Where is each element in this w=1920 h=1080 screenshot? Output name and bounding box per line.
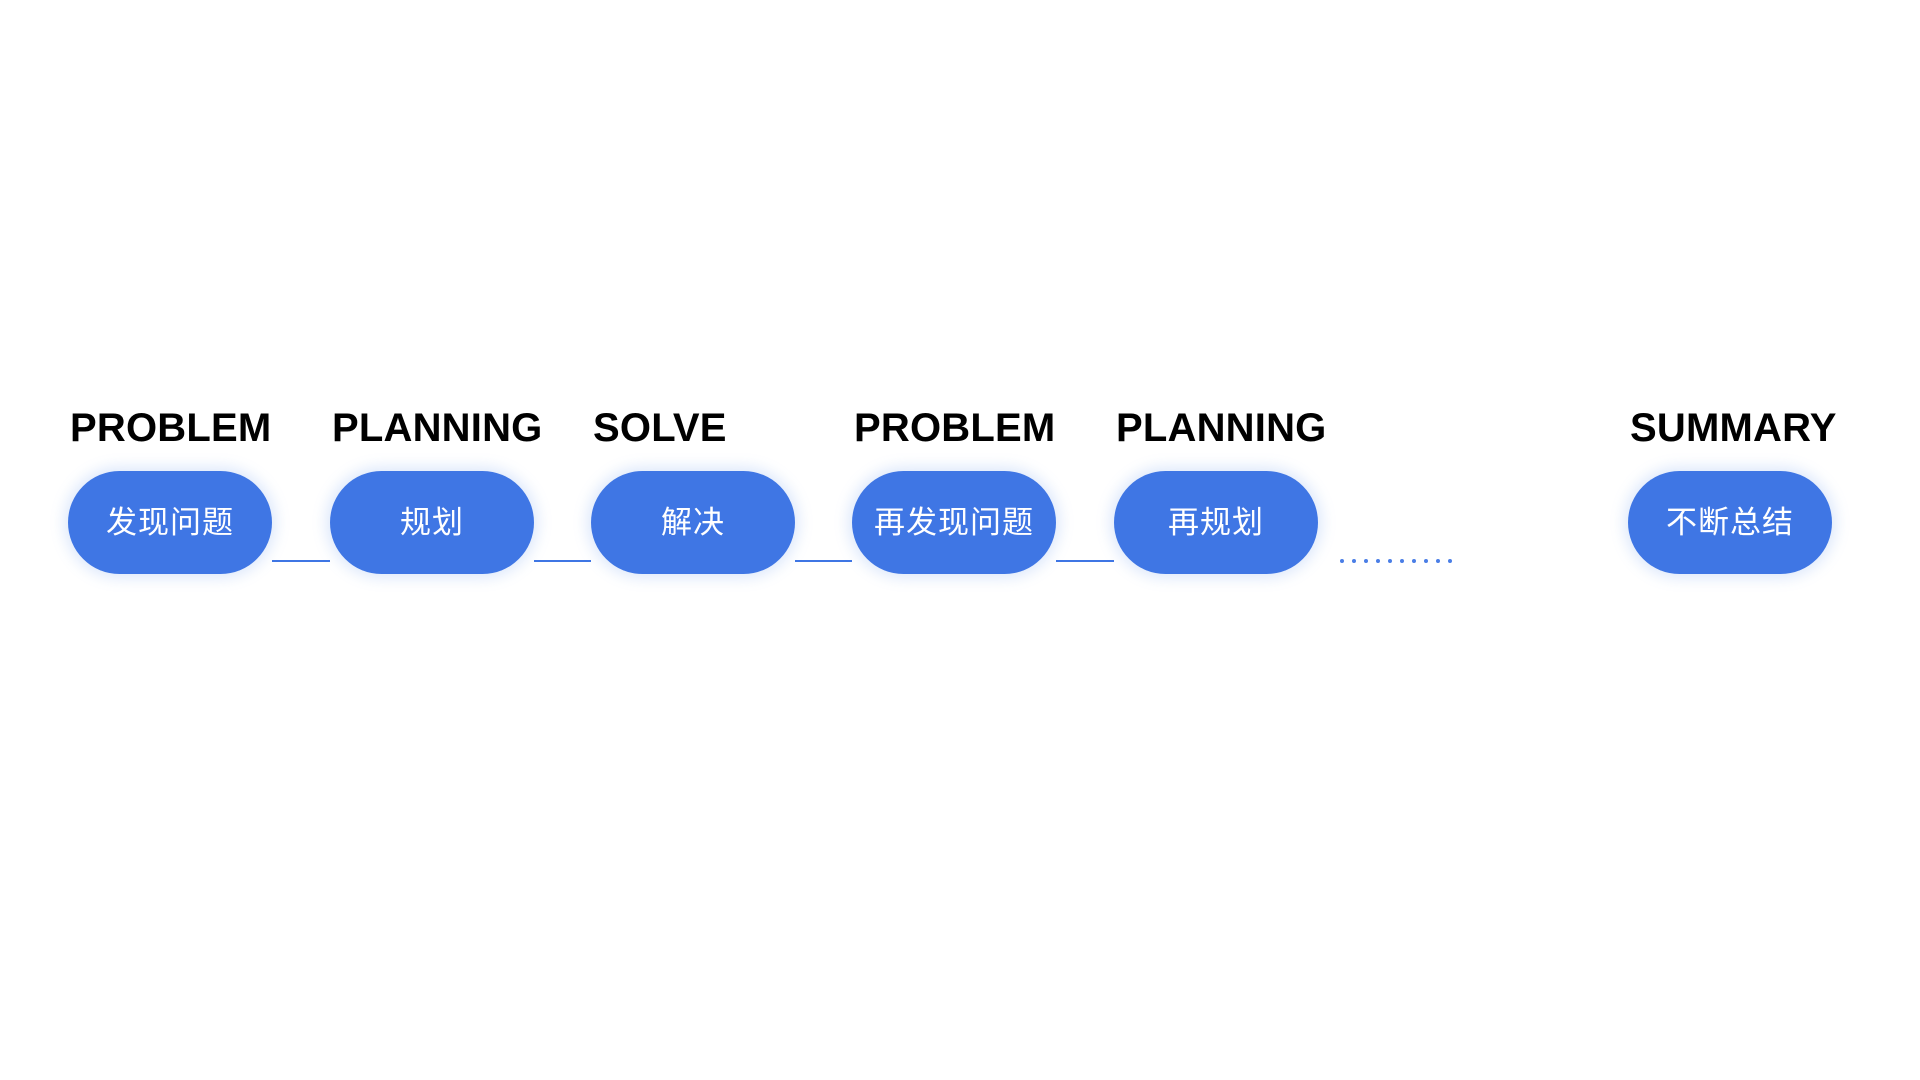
connector-dot [1340, 559, 1344, 563]
stage-node-label: 发现问题 [106, 505, 234, 540]
stage-label: SUMMARY [1630, 406, 1837, 450]
connector-line [272, 560, 330, 562]
connector-dot [1376, 559, 1380, 563]
connector-dot [1352, 559, 1356, 563]
connector-dotted-ellipsis [1340, 558, 1452, 564]
stage-label: PROBLEM [854, 406, 1056, 450]
connector-dot [1424, 559, 1428, 563]
stage-1: PROBLEM 发现问题 [68, 405, 272, 574]
connector-dot [1412, 559, 1416, 563]
stage-node-pill[interactable]: 解决 [591, 471, 795, 574]
connector-line [1056, 560, 1114, 562]
stage-node-label: 再发现问题 [874, 505, 1034, 540]
stage-2: PLANNING 规划 [330, 405, 543, 574]
connector-line [795, 560, 852, 562]
stage-5: PLANNING 再规划 [1114, 405, 1327, 574]
stage-node-label: 不断总结 [1666, 505, 1794, 540]
stage-node-label: 再规划 [1168, 505, 1264, 540]
stage-node-pill[interactable]: 规划 [330, 471, 534, 574]
stage-node-label: 规划 [400, 505, 464, 540]
stage-node-label: 解决 [661, 505, 725, 540]
connector-line [534, 560, 591, 562]
connector-dot [1400, 559, 1404, 563]
stage-node-pill[interactable]: 发现问题 [68, 471, 272, 574]
connector-dot [1448, 559, 1452, 563]
stage-label: PROBLEM [70, 406, 272, 450]
connector-dot [1436, 559, 1440, 563]
stage-label: SOLVE [593, 406, 727, 450]
stage-node-pill[interactable]: 不断总结 [1628, 471, 1832, 574]
stage-label: PLANNING [1116, 406, 1327, 450]
stage-label: PLANNING [332, 406, 543, 450]
stage-6: SUMMARY 不断总结 [1628, 405, 1837, 574]
stage-node-pill[interactable]: 再规划 [1114, 471, 1318, 574]
connector-dot [1364, 559, 1368, 563]
stage-3: SOLVE 解决 [591, 405, 795, 574]
stage-node-pill[interactable]: 再发现问题 [852, 471, 1056, 574]
connector-dot [1388, 559, 1392, 563]
stage-4: PROBLEM 再发现问题 [852, 405, 1056, 574]
